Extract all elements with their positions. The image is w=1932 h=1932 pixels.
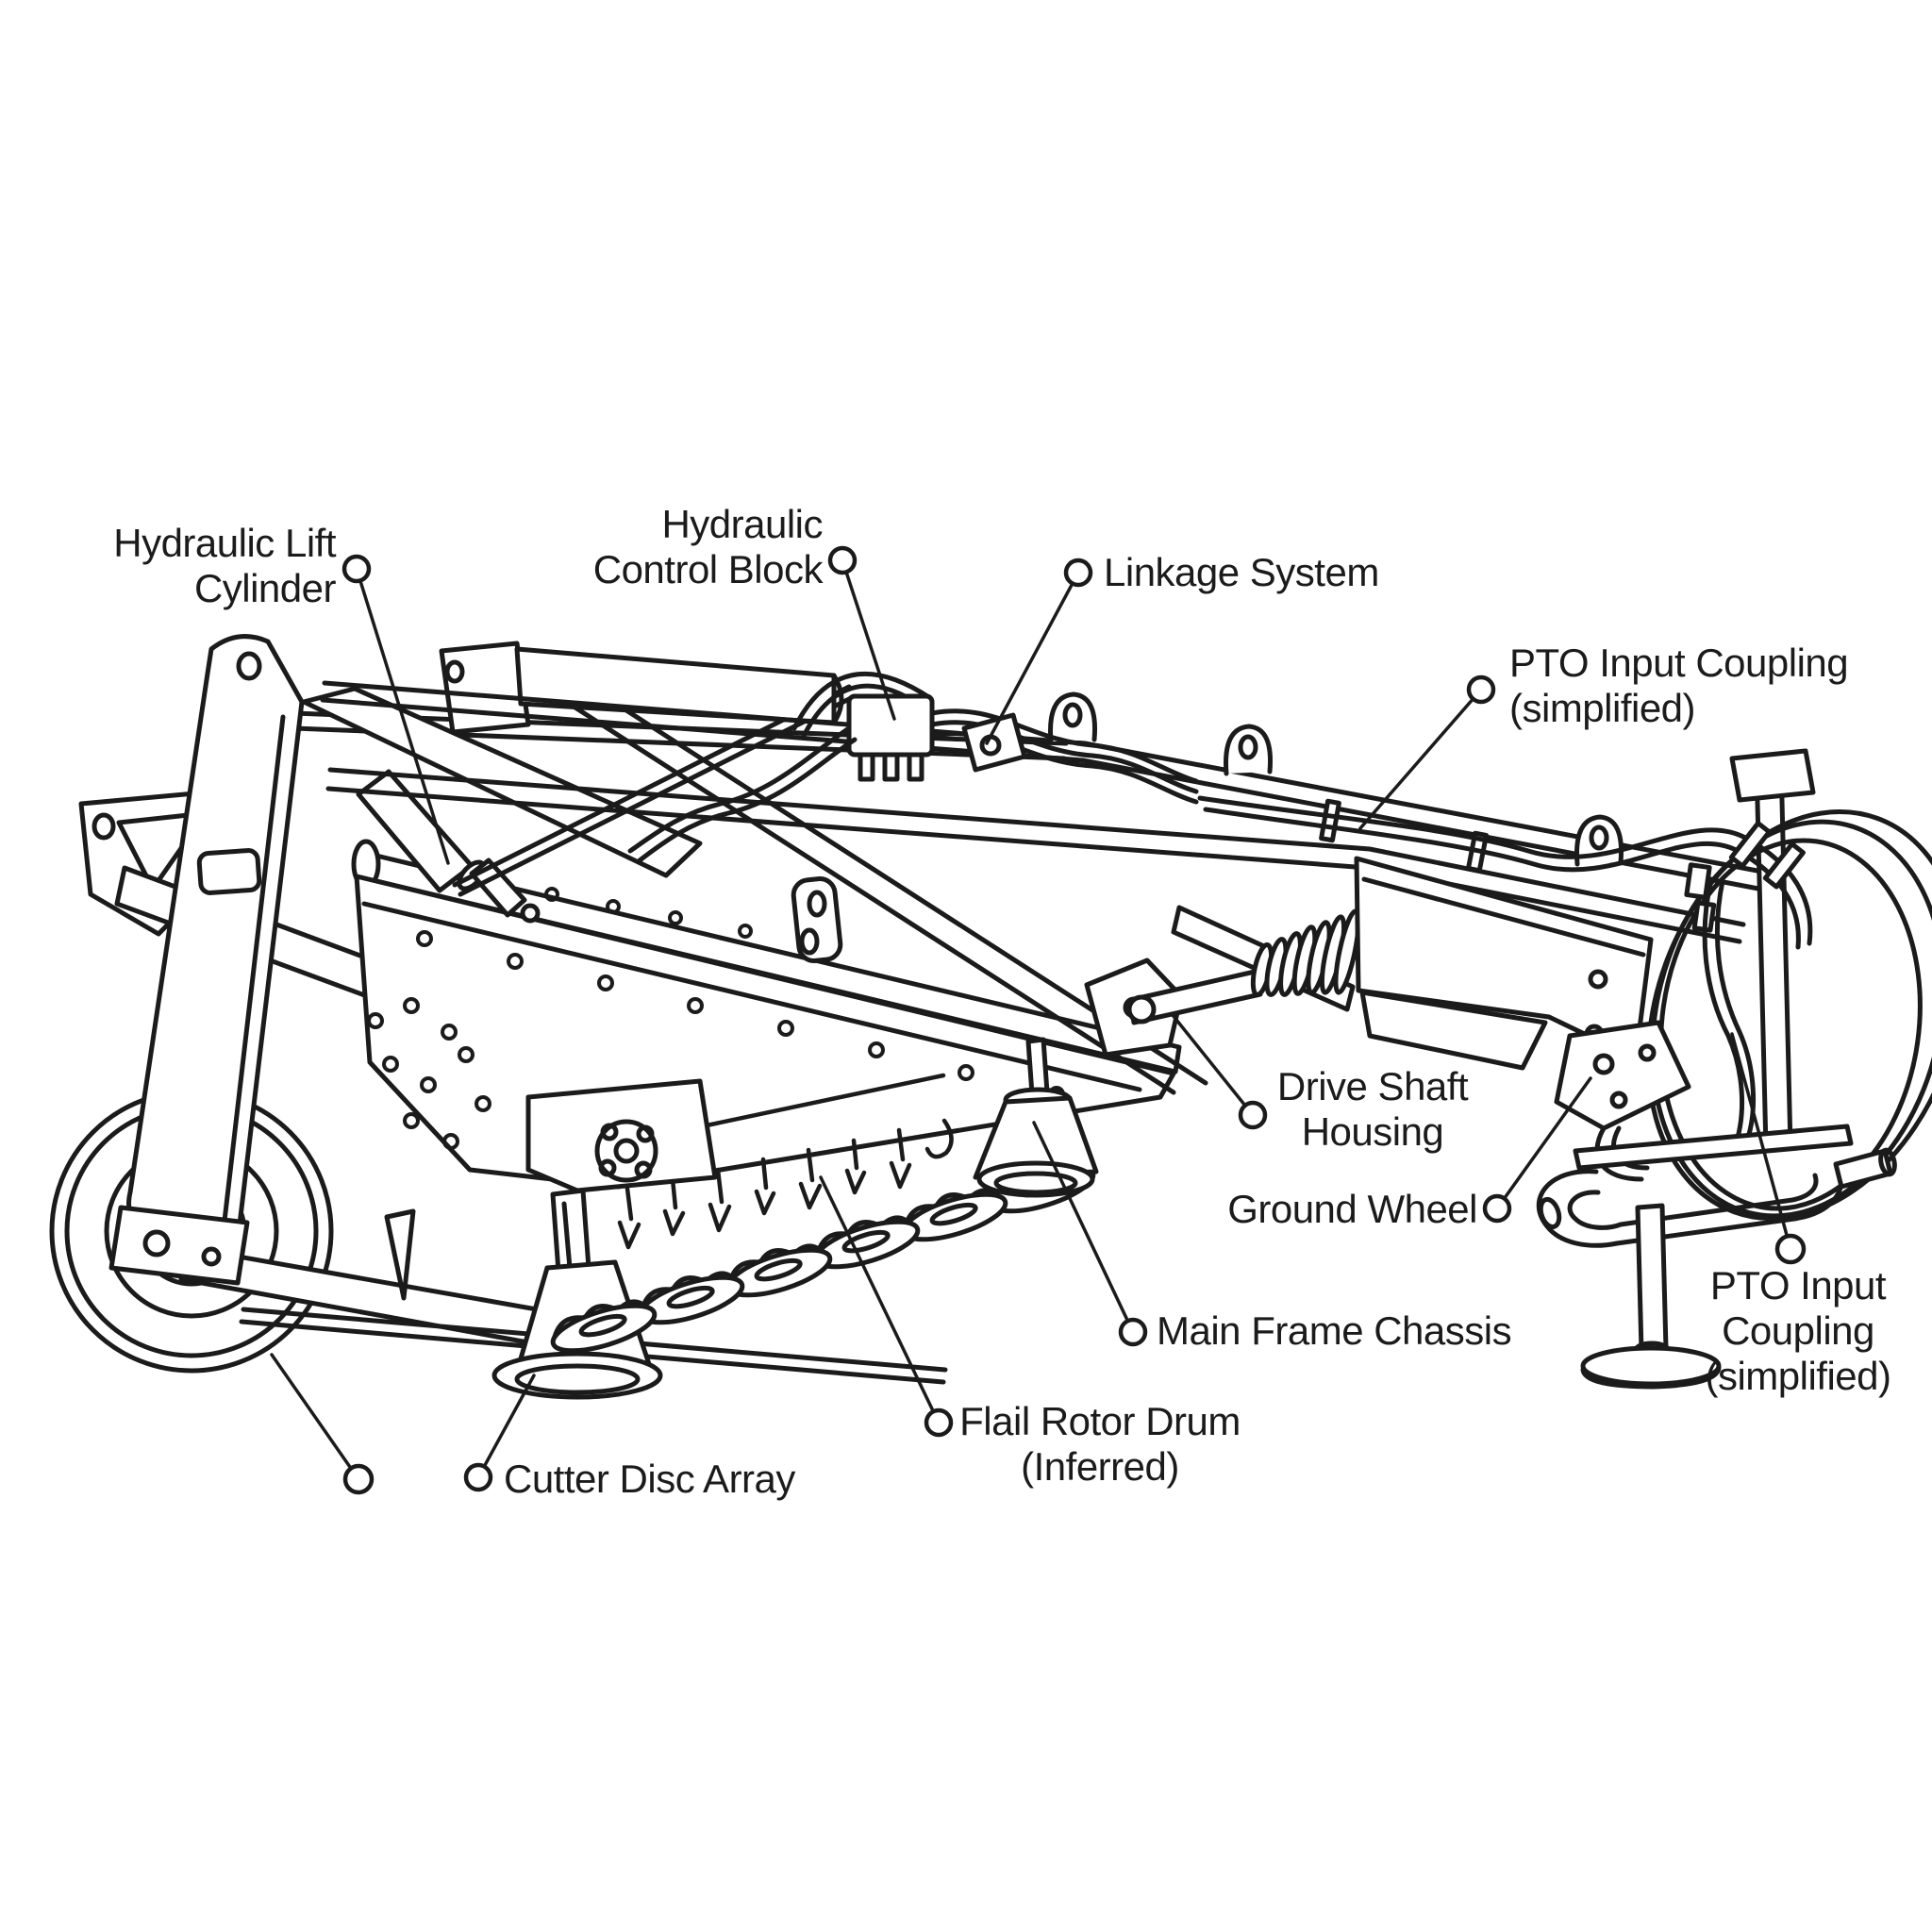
label-hydraulic-lift-cylinder: Hydraulic Lift Cylinder <box>113 521 336 611</box>
label-line: Flail Rotor Drum <box>959 1399 1241 1443</box>
label-line: Main Frame Chassis <box>1157 1308 1512 1353</box>
label-line: Cylinder <box>193 566 337 610</box>
linkage-brackets <box>791 712 1027 963</box>
leader-ground-wheel <box>1495 1076 1592 1210</box>
hub-flange <box>525 1078 718 1193</box>
marker-unlabeled <box>342 1463 375 1495</box>
marker-flail-rotor-drum <box>924 1407 954 1438</box>
label-line: PTO Input Coupling <box>1509 641 1849 685</box>
marker-hydraulic-lift-cylinder <box>341 554 372 584</box>
leader-unlabeled <box>270 1353 360 1481</box>
label-line: Housing <box>1301 1109 1444 1154</box>
label-line: PTO Input <box>1709 1263 1887 1307</box>
label-line: Coupling <box>1722 1308 1874 1353</box>
side-plate-dots <box>367 997 491 1150</box>
lift-mast <box>108 634 305 1286</box>
label-line: Hydraulic <box>661 502 823 546</box>
leader-hydraulic-lift-cylinder <box>355 567 450 865</box>
label-line: (simplified) <box>1705 1354 1891 1398</box>
leader-cutter-disc-array <box>476 1374 536 1479</box>
marker-pto-input-coupling-bottom <box>1774 1233 1807 1265</box>
label-ground-wheel: Ground Wheel <box>1227 1187 1477 1232</box>
marker-pto-input-coupling-top <box>1466 675 1496 705</box>
label-drive-shaft-housing: Drive Shaft Housing <box>1184 1064 1561 1155</box>
label-line: Drive Shaft <box>1276 1064 1469 1108</box>
label-line: Linkage System <box>1104 550 1379 594</box>
marker-cutter-disc-array <box>463 1462 493 1492</box>
label-line: Hydraulic Lift <box>113 521 336 565</box>
leader-hydraulic-control-block <box>841 558 896 721</box>
marker-main-frame-chassis <box>1118 1317 1148 1347</box>
hose-coil <box>1197 748 1932 1221</box>
leader-drive-shaft-housing <box>1171 1013 1255 1117</box>
label-pto-input-coupling-top: PTO Input Coupling (simplified) <box>1509 641 1849 731</box>
label-cutter-disc-array: Cutter Disc Array <box>504 1457 795 1502</box>
callout-leaders <box>270 558 1792 1481</box>
marker-linkage-system <box>1063 558 1093 588</box>
leader-main-frame-chassis <box>1032 1121 1135 1334</box>
marker-hydraulic-control-block <box>827 545 858 575</box>
parking-stand <box>1536 1020 1897 1390</box>
marker-drive-shaft-housing <box>1238 1100 1268 1130</box>
label-line: (Inferred) <box>1021 1444 1179 1489</box>
label-line: Ground Wheel <box>1227 1187 1477 1231</box>
leader-pto-input-coupling-top <box>1358 688 1483 830</box>
label-line: Control Block <box>592 547 824 591</box>
callout-markers <box>341 545 1807 1495</box>
label-line: Cutter Disc Array <box>504 1457 795 1501</box>
label-flail-rotor-drum: Flail Rotor Drum (Inferred) <box>958 1399 1241 1490</box>
leader-pto-input-coupling-bottom <box>1730 1032 1792 1251</box>
label-pto-input-coupling-bottom: PTO Input Coupling (simplified) <box>1651 1263 1932 1399</box>
label-hydraulic-control-block: Hydraulic Control Block <box>592 502 824 592</box>
leader-linkage-system <box>985 571 1080 745</box>
marker-ground-wheel <box>1482 1193 1512 1224</box>
label-line: (simplified) <box>1509 686 1696 730</box>
deck-spike <box>384 1208 416 1301</box>
drive-shaft <box>1126 908 1361 1025</box>
label-main-frame-chassis: Main Frame Chassis <box>1157 1308 1512 1354</box>
leader-flail-rotor-drum <box>819 1175 941 1424</box>
label-linkage-system: Linkage System <box>1104 550 1379 595</box>
drum-left <box>491 1188 663 1400</box>
